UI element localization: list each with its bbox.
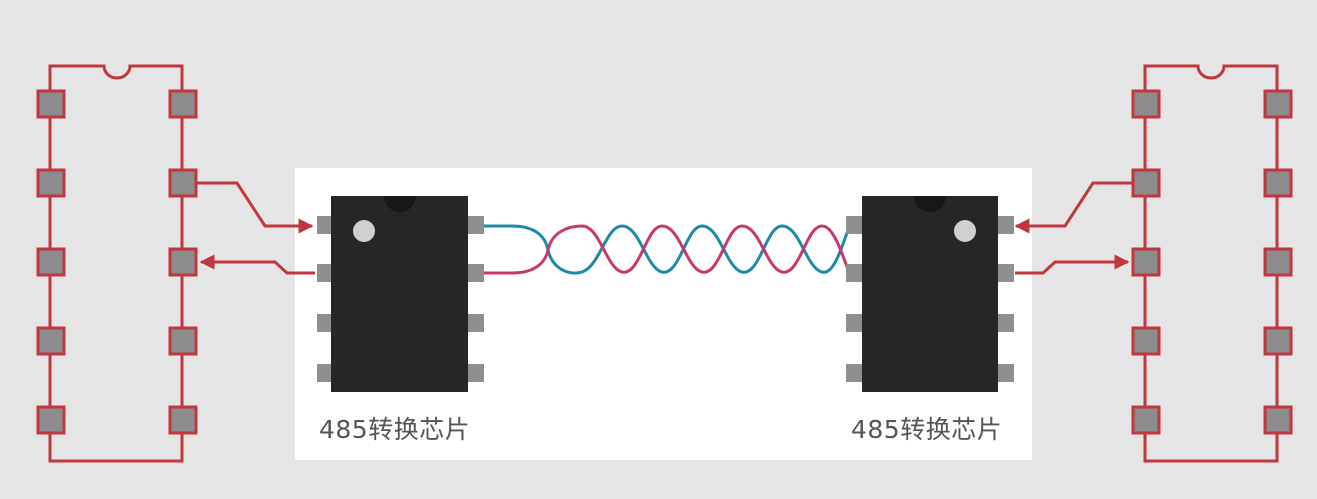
twisted-pair-cable <box>480 224 852 275</box>
left-mcu-pad <box>36 405 66 435</box>
chip-notch <box>914 196 946 212</box>
right-mcu-pad <box>1131 89 1161 119</box>
right-mcu-pad <box>1131 326 1161 356</box>
right-mcu-pad <box>1263 168 1293 198</box>
left-mcu-pad <box>36 247 66 277</box>
right-485-chip <box>846 196 1014 392</box>
left-mcu-pad <box>36 89 66 119</box>
left-mcu-pad <box>168 326 198 356</box>
right-mcu-pad <box>1263 326 1293 356</box>
chip-pin1-dot <box>353 220 375 242</box>
left-mcu-footprint <box>36 64 198 463</box>
right-rx-arrow <box>1015 254 1130 275</box>
right-mcu-pad <box>1131 168 1161 198</box>
left-mcu-pad <box>168 168 198 198</box>
left-mcu-pad <box>168 89 198 119</box>
right-tx-arrow <box>1014 181 1132 234</box>
chip-pin1-dot <box>954 220 976 242</box>
right-mcu-pad <box>1263 405 1293 435</box>
right-mcu-footprint <box>1131 64 1293 463</box>
chip-body <box>862 196 998 392</box>
left-mcu-outline <box>48 64 184 463</box>
right-chip-label: 485转换芯片 <box>851 415 1003 444</box>
left-mcu-pad <box>36 168 66 198</box>
chip-body <box>331 196 468 392</box>
left-485-chip <box>317 196 484 392</box>
left-tx-arrow <box>197 181 314 234</box>
right-mcu-outline <box>1143 64 1279 463</box>
right-mcu-pad <box>1263 89 1293 119</box>
right-mcu-pad <box>1263 247 1293 277</box>
chip-notch <box>384 196 416 212</box>
left-mcu-pad <box>168 247 198 277</box>
left-chip-label: 485转换芯片 <box>319 415 471 444</box>
right-mcu-pad <box>1131 247 1161 277</box>
left-mcu-pad <box>36 326 66 356</box>
left-rx-arrow <box>199 254 315 275</box>
left-mcu-pad <box>168 405 198 435</box>
wire-a <box>480 224 852 275</box>
wire-b <box>480 224 852 275</box>
right-mcu-pad <box>1131 405 1161 435</box>
